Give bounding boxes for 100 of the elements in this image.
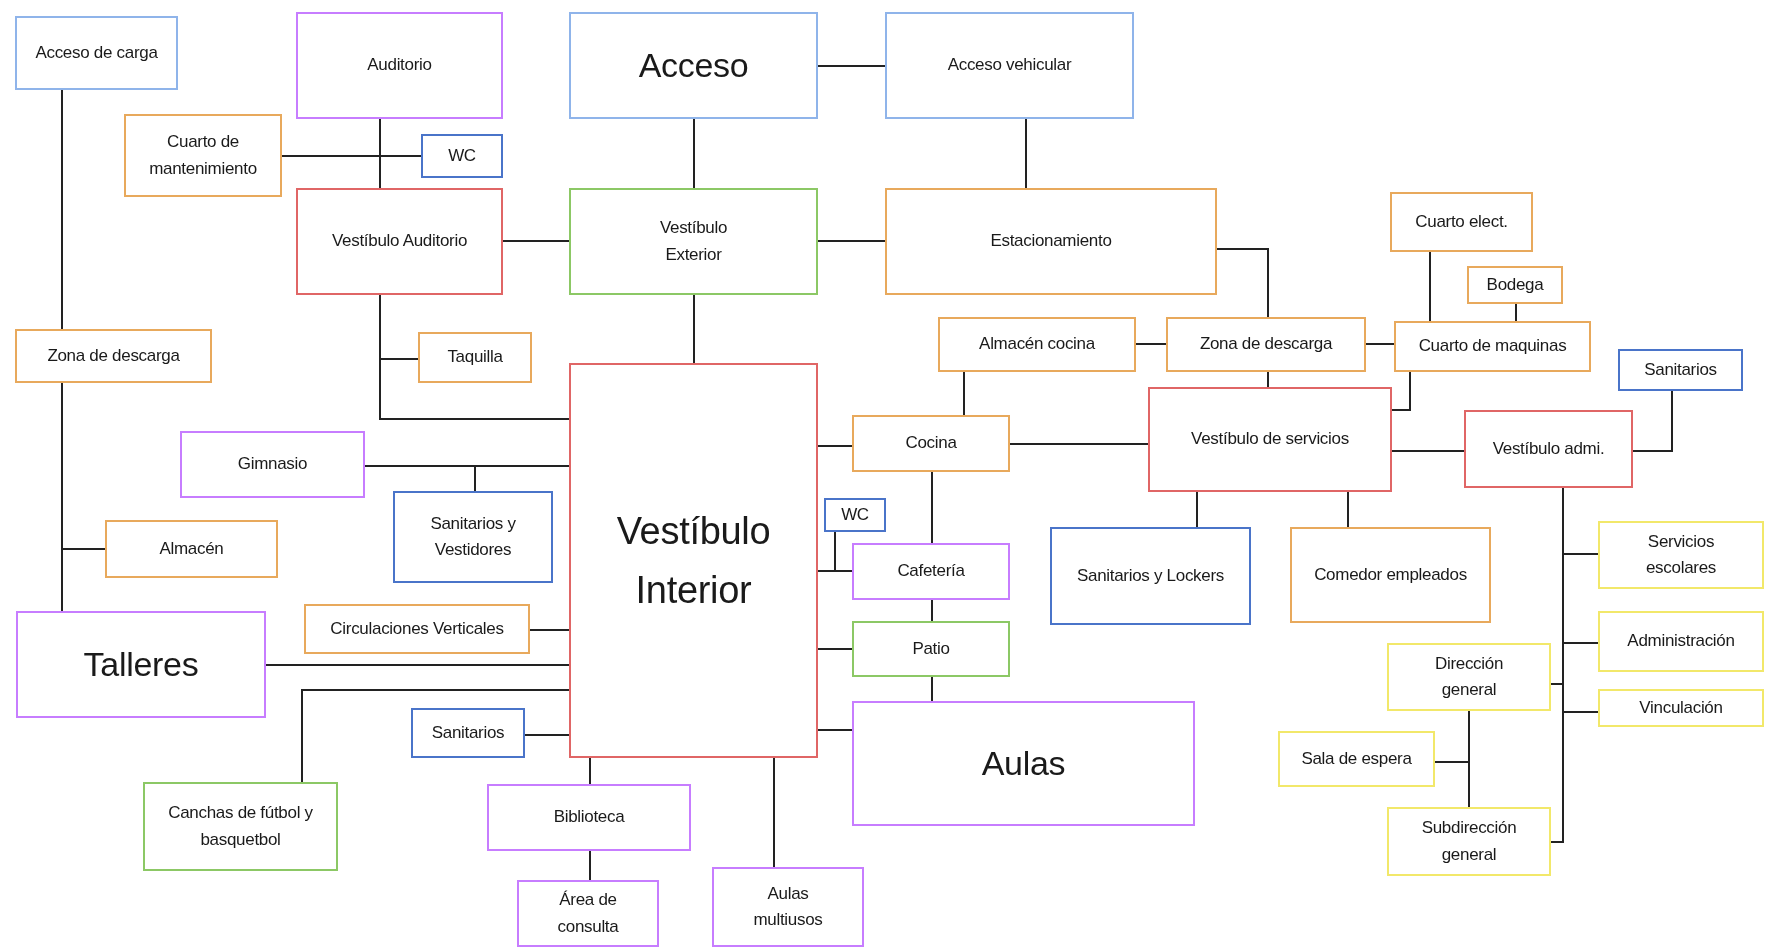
room-box xyxy=(569,188,818,295)
room-label: Bodega xyxy=(1485,273,1545,296)
room-label: Estacionamiento xyxy=(989,230,1113,253)
connector-line xyxy=(589,757,591,785)
connector-line xyxy=(364,465,476,492)
room-box xyxy=(1394,321,1591,372)
connector-line xyxy=(817,445,853,447)
connector-line xyxy=(265,664,570,666)
room-box xyxy=(852,415,1010,472)
room-box xyxy=(1387,807,1551,876)
room-label: Zona de descarga xyxy=(1198,333,1334,356)
connector-line xyxy=(524,734,570,736)
room-label: Almacén cocina xyxy=(978,333,1097,356)
connector-line xyxy=(1550,487,1564,843)
room-label: Comedor empleados xyxy=(1313,563,1468,586)
room-label: Almacén xyxy=(158,537,225,560)
connector-line xyxy=(379,118,381,189)
connector-line xyxy=(817,65,886,67)
room-box xyxy=(411,708,525,758)
room-label: Subdirección general xyxy=(1420,817,1518,866)
room-box xyxy=(296,12,503,119)
room-label: Cuarto elect. xyxy=(1414,210,1509,233)
room-box xyxy=(885,188,1217,295)
connector-line xyxy=(1434,710,1470,763)
connector-line xyxy=(1365,343,1395,345)
room-label: Acceso xyxy=(637,45,750,87)
connector-line xyxy=(1632,390,1673,452)
room-box xyxy=(1166,317,1366,372)
room-box xyxy=(517,880,659,947)
room-label: Cocina xyxy=(904,432,958,455)
connector-line xyxy=(1025,118,1027,189)
room-box xyxy=(421,134,503,178)
connector-line xyxy=(61,89,63,330)
room-label: Vestíbulo de servicios xyxy=(1190,428,1350,451)
room-label: Vestíbulo Auditorio xyxy=(330,230,469,253)
room-label: Patio xyxy=(911,637,951,660)
room-label: Administración xyxy=(1626,630,1736,653)
room-box xyxy=(487,784,691,851)
connector-line xyxy=(1009,443,1149,445)
room-box xyxy=(1390,192,1533,252)
room-label: Vestíbulo Exterior xyxy=(658,217,729,266)
room-label: Aulas xyxy=(980,743,1067,785)
connector-line xyxy=(589,850,591,881)
connector-line xyxy=(1391,450,1465,452)
connector-line xyxy=(693,294,695,364)
room-box xyxy=(105,520,278,578)
room-label: Talleres xyxy=(82,644,200,686)
room-box xyxy=(16,611,266,718)
room-label: Servicios escolares xyxy=(1644,530,1718,579)
room-box xyxy=(1050,527,1251,625)
room-box xyxy=(569,12,818,119)
room-box xyxy=(15,16,178,90)
room-box xyxy=(143,782,338,871)
room-box xyxy=(885,12,1134,119)
room-label: Sala de espera xyxy=(1300,747,1413,770)
room-label: Área de consulta xyxy=(556,889,620,938)
connector-line xyxy=(1267,371,1269,388)
connector-line xyxy=(1216,248,1269,318)
room-label: Taquilla xyxy=(446,346,504,369)
room-label: Circulaciones Verticales xyxy=(329,617,505,640)
connector-line xyxy=(834,531,853,572)
room-label: Sanitarios y Vestidores xyxy=(429,512,517,561)
room-label: Zona de descarga xyxy=(46,344,181,367)
room-box xyxy=(393,491,553,583)
room-box xyxy=(1598,611,1764,672)
room-label: Cuarto de mantenimiento xyxy=(148,131,258,180)
connector-line xyxy=(502,240,570,242)
connector-line xyxy=(301,689,570,783)
room-box xyxy=(1278,731,1435,787)
room-box xyxy=(852,701,1195,826)
connector-line xyxy=(61,382,106,550)
room-box xyxy=(418,332,532,383)
room-box xyxy=(569,363,818,758)
connector-line xyxy=(1135,343,1167,345)
connector-line xyxy=(963,371,965,416)
connector-line xyxy=(1391,371,1411,411)
room-box xyxy=(1464,410,1633,488)
room-box xyxy=(824,498,886,532)
room-label: Aulas multiusos xyxy=(752,882,824,931)
room-label: Vestíbulo admi. xyxy=(1491,437,1606,460)
connector-line xyxy=(817,648,853,650)
connector-line xyxy=(817,729,853,731)
room-label: Gimnasio xyxy=(236,453,309,476)
connector-line xyxy=(773,757,775,868)
connector-line xyxy=(1347,491,1349,528)
room-label: Acceso vehicular xyxy=(946,54,1073,77)
room-box xyxy=(1290,527,1491,623)
connector-line xyxy=(281,155,422,157)
room-box xyxy=(180,431,365,498)
room-box xyxy=(1148,387,1392,492)
connector-line xyxy=(529,629,570,631)
room-label: Canchas de fútbol y basquetbol xyxy=(167,802,314,851)
connector-line xyxy=(931,599,933,622)
room-box xyxy=(1598,689,1764,727)
connector-line xyxy=(1429,251,1431,322)
room-box xyxy=(938,317,1136,372)
room-label: Cafetería xyxy=(896,560,966,583)
room-label: WC xyxy=(840,503,870,526)
room-label: Sanitarios xyxy=(430,721,506,744)
room-box xyxy=(15,329,212,383)
